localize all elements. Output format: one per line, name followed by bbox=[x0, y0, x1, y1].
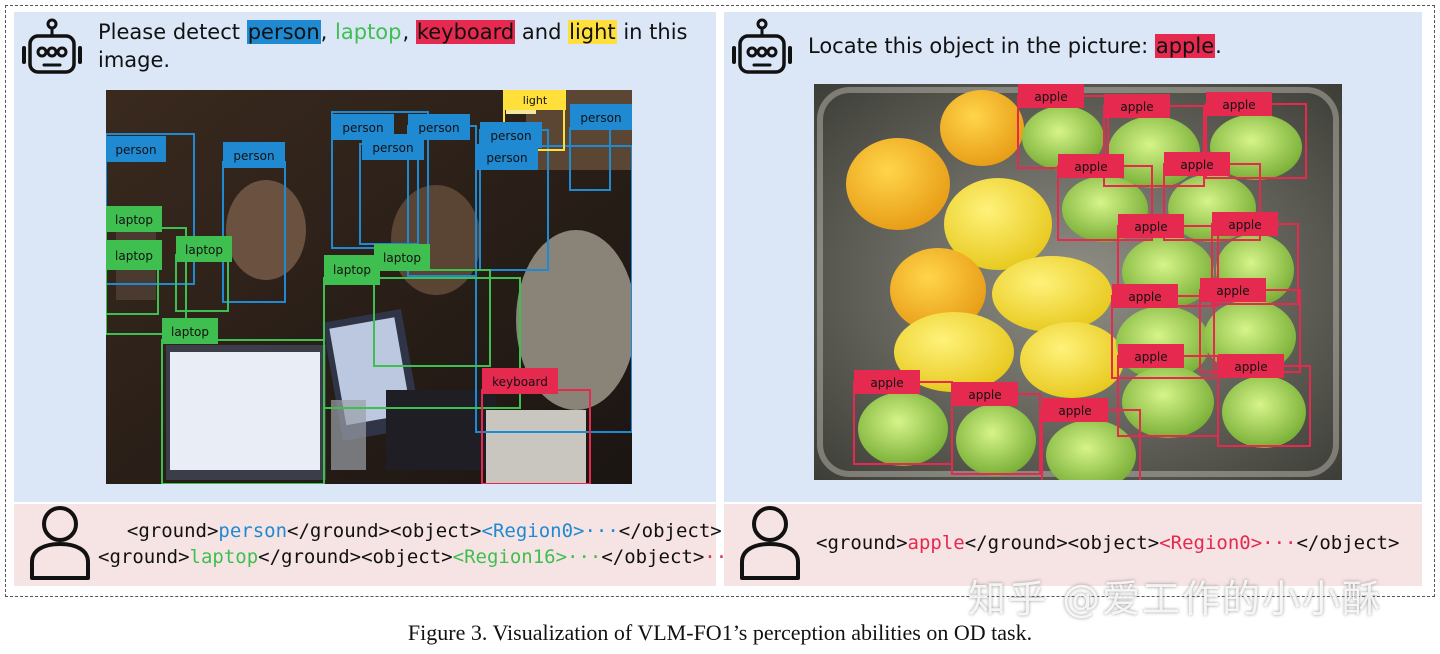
reply-line: <ground>laptop</ground><object><Region16… bbox=[98, 544, 739, 570]
prompt-suffix: in this image. bbox=[98, 20, 688, 72]
reply-line: <ground>person</ground><object><Region0>… bbox=[110, 518, 739, 544]
fruit-detection-image: apple apple apple apple apple apple apple apple… bbox=[814, 84, 1342, 480]
apple-label-tag bbox=[1112, 284, 1178, 308]
apple-label-tag bbox=[1212, 212, 1278, 236]
detection-label: apple bbox=[1134, 350, 1167, 364]
prompt-separator: , bbox=[402, 20, 416, 44]
detection-label: person bbox=[342, 121, 383, 135]
prompt-suffix: . bbox=[1215, 34, 1222, 58]
detection-label: apple bbox=[968, 388, 1001, 402]
figure-frame bbox=[5, 5, 1435, 597]
detection-label: person bbox=[233, 149, 274, 163]
left-reply-text: <ground>person</ground><object><Region0>… bbox=[98, 518, 739, 570]
region-token: <Region16>··· bbox=[452, 546, 602, 568]
class-laptop: laptop bbox=[189, 546, 259, 568]
user-icon bbox=[740, 506, 800, 580]
detection-label: apple bbox=[1074, 160, 1107, 174]
class-apple: apple bbox=[907, 532, 965, 554]
prompt-prefix: Please detect bbox=[98, 20, 247, 44]
apple-label-tag bbox=[1218, 354, 1284, 378]
apple-label-tag bbox=[1058, 154, 1124, 178]
detection-label: laptop bbox=[333, 263, 371, 277]
robot-icon bbox=[22, 18, 82, 74]
detection-label: apple bbox=[1234, 360, 1267, 374]
tag-text: </object> bbox=[618, 520, 722, 542]
tag-text: </object> bbox=[601, 546, 705, 568]
left-panel: Please detect person, laptop, keyboard a… bbox=[14, 12, 739, 586]
apple-label-tag bbox=[1042, 398, 1108, 422]
right-reply-area: <ground>apple</ground><object><Region0>·… bbox=[724, 504, 1422, 586]
right-reply-text: <ground>apple</ground><object><Region0>·… bbox=[816, 530, 1399, 556]
apple-fruit bbox=[1222, 376, 1306, 448]
tag-text: </ground><object> bbox=[287, 520, 482, 542]
detection-label: apple bbox=[1228, 218, 1261, 232]
apple-label-tag bbox=[1118, 344, 1184, 368]
apple-label-tag bbox=[1164, 152, 1230, 176]
apple-label-tag bbox=[952, 382, 1018, 406]
cafe-detection-image: light person person person person person… bbox=[106, 90, 632, 484]
detection-label: apple bbox=[1034, 90, 1067, 104]
detection-label: laptop bbox=[115, 249, 153, 263]
highlight-person: person bbox=[246, 20, 321, 44]
detection-label: apple bbox=[1216, 284, 1249, 298]
highlight-keyboard: keyboard bbox=[415, 20, 516, 44]
detection-label: light bbox=[523, 94, 548, 107]
tag-text: <ground> bbox=[816, 532, 908, 554]
detection-label: apple bbox=[1180, 158, 1213, 172]
apple-fruit bbox=[858, 392, 948, 466]
region-token: <Region0>··· bbox=[1159, 532, 1297, 554]
prompt-prefix: Locate this object in the picture: bbox=[808, 34, 1155, 58]
tag-text: </ground><object> bbox=[964, 532, 1160, 554]
apple-fruit bbox=[1046, 420, 1136, 480]
apple-label-tag bbox=[1104, 94, 1170, 118]
detection-label: apple bbox=[1128, 290, 1161, 304]
detection-label: person bbox=[486, 151, 527, 165]
detection-label: person bbox=[115, 143, 156, 157]
apple-label-tag bbox=[1200, 278, 1266, 302]
apple-label-tag bbox=[1118, 214, 1184, 238]
detection-label: apple bbox=[1222, 98, 1255, 112]
tag-text: <ground> bbox=[98, 546, 190, 568]
detection-label: person bbox=[418, 121, 459, 135]
detection-label: apple bbox=[1058, 404, 1091, 418]
detection-label: laptop bbox=[383, 251, 421, 265]
tag-text: </ground><object> bbox=[258, 546, 453, 568]
left-prompt-text: Please detect person, laptop, keyboard a… bbox=[98, 18, 708, 74]
robot-icon bbox=[732, 18, 792, 74]
apple-fruit bbox=[956, 404, 1036, 476]
class-person: person bbox=[218, 520, 288, 542]
detection-label: person bbox=[490, 129, 531, 143]
highlight-laptop: laptop bbox=[335, 20, 402, 44]
detection-label: person bbox=[580, 111, 621, 125]
figure-caption: Figure 3. Visualization of VLM-FO1’s per… bbox=[407, 620, 1033, 645]
tag-text: </object> bbox=[1296, 532, 1400, 554]
detection-label: laptop bbox=[171, 325, 209, 339]
prompt-separator: , bbox=[320, 20, 335, 44]
apple-label-tag bbox=[1018, 84, 1084, 108]
highlight-apple: apple bbox=[1154, 34, 1216, 58]
prompt-conjunction: and bbox=[515, 20, 569, 44]
apple-label-tag bbox=[1206, 92, 1272, 116]
detection-label: apple bbox=[1134, 220, 1167, 234]
highlight-light: light bbox=[568, 20, 617, 44]
left-reply-area: <ground>person</ground><object><Region0>… bbox=[14, 504, 739, 586]
tag-text: <ground> bbox=[126, 520, 219, 542]
left-prompt-area: Please detect person, laptop, keyboard a… bbox=[14, 12, 716, 502]
right-panel: Locate this object in the picture: apple… bbox=[724, 12, 1422, 586]
apple-label-tag bbox=[854, 370, 920, 394]
region-token: <Region0>··· bbox=[481, 520, 619, 542]
watermark: 知乎 @爱工作的小小酥 bbox=[968, 577, 1383, 621]
right-prompt-area: Locate this object in the picture: apple… bbox=[724, 12, 1422, 502]
apple-fruit bbox=[1122, 366, 1214, 438]
detection-label: person bbox=[372, 141, 413, 155]
detection-label: laptop bbox=[185, 243, 223, 257]
detection-label: apple bbox=[870, 376, 903, 390]
detection-label: keyboard bbox=[492, 375, 548, 389]
detection-label: laptop bbox=[115, 213, 153, 227]
user-icon bbox=[30, 506, 90, 580]
detection-label: apple bbox=[1120, 100, 1153, 114]
right-prompt-text: Locate this object in the picture: apple… bbox=[808, 32, 1408, 60]
